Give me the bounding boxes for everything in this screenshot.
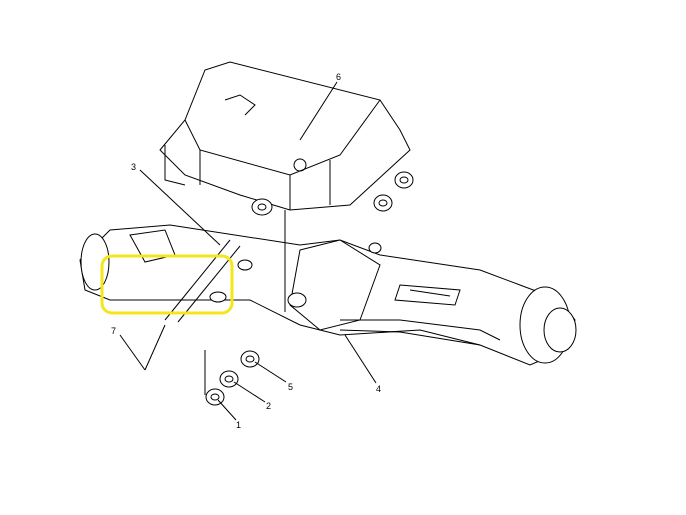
washers-upper <box>373 171 414 212</box>
callout-2: 2 <box>266 401 271 411</box>
highlight-box <box>100 254 234 315</box>
washers-lower <box>205 350 260 406</box>
callout-6: 6 <box>336 72 341 82</box>
frame-bracket <box>159 61 411 216</box>
callout-1: 1 <box>236 420 241 430</box>
callout-3: 3 <box>131 162 136 172</box>
leader-lines <box>119 81 377 421</box>
axle-housing <box>79 224 577 366</box>
callout-5: 5 <box>288 382 293 392</box>
callout-4: 4 <box>376 384 381 394</box>
callout-7: 7 <box>111 326 116 336</box>
